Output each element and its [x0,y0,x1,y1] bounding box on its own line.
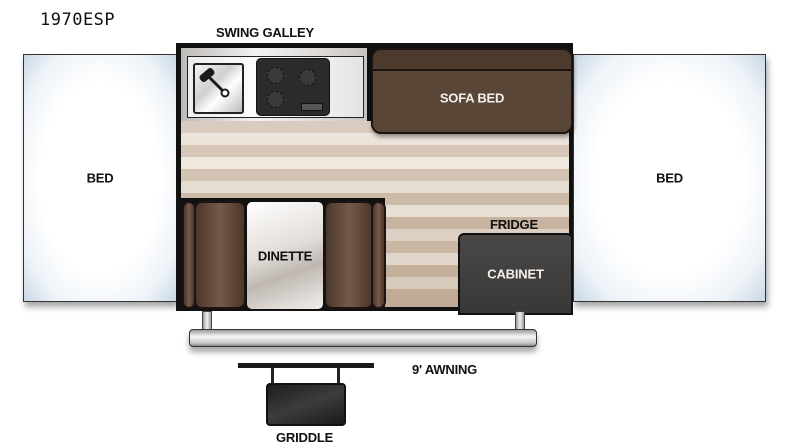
griddle [266,383,346,426]
bed-left: BED [23,54,177,302]
stove-knobs-icon [301,103,323,111]
burner-icon [267,67,284,84]
model-title: 1970ESP [40,10,116,30]
bed-right-label: BED [656,170,683,186]
swing-galley-label: SWING GALLEY [216,25,314,40]
sink-icon [193,63,244,114]
awning-label: 9' AWNING [412,362,478,377]
cabinet-label: CABINET [487,266,544,282]
awning-leg-left [202,311,212,331]
griddle-label: GRIDDLE [276,430,334,445]
dinette-seat-right [324,201,374,309]
sofa-backrest [373,50,571,71]
burner-icon [299,69,316,86]
sofa-bed: SOFA BED [371,48,573,134]
dinette-label: DINETTE [257,248,313,263]
sofa-bed-label: SOFA BED [439,90,505,106]
awning [189,329,537,347]
dinette-table: DINETTE [245,200,325,311]
faucet-icon [199,68,230,98]
burner-icon [267,91,284,108]
griddle-rail [238,363,374,368]
bed-right: BED [573,54,766,302]
fridge-label: FRIDGE [490,217,538,232]
dinette-seat-left [194,201,246,309]
stove [256,58,330,116]
dinette-seat-right-arm [371,201,386,309]
cabinet: CABINET [458,233,573,315]
awning-leg-right [515,311,525,331]
griddle-arm-right [337,368,340,384]
bed-left-label: BED [86,170,114,186]
griddle-arm-left [271,368,274,384]
